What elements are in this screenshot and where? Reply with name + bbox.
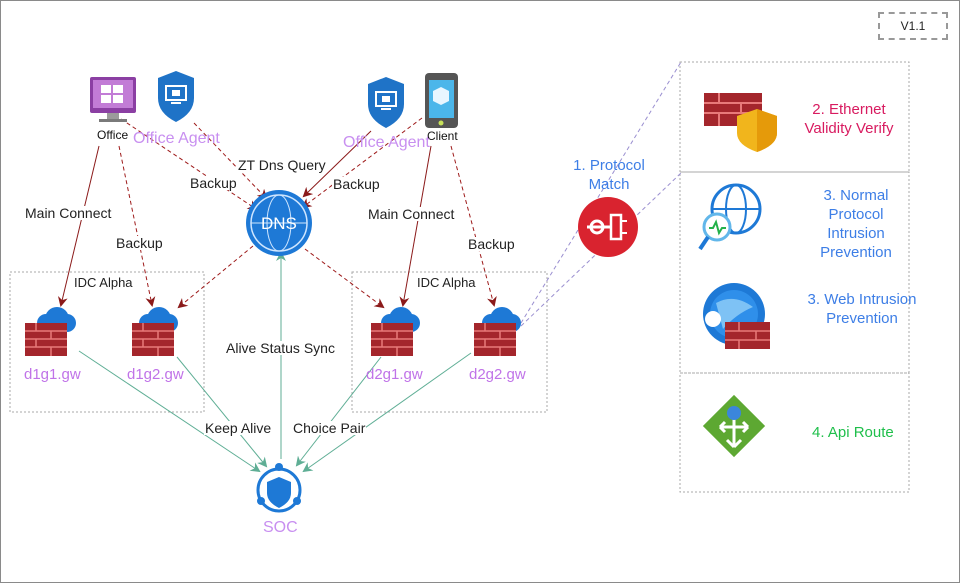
edge-d2g2-soc xyxy=(302,352,472,473)
gateway-label-d2g2: d2g2.gw xyxy=(469,366,526,383)
panel-box-api xyxy=(679,372,910,493)
edge-label-backup-left-low: Backup xyxy=(115,235,164,251)
edge-client-dns xyxy=(301,117,423,209)
edge-label-alive-status-sync: Alive Status Sync xyxy=(225,340,336,356)
soc-shield-icon[interactable] xyxy=(256,463,302,513)
edge-client-d2g1 xyxy=(399,145,432,307)
edge-d1g1-soc xyxy=(78,350,261,473)
panel-web-label: 3. Web Intrusion Prevention xyxy=(807,291,917,327)
gateway-label-d2g1: d2g1.gw xyxy=(366,366,423,383)
protocol-match-icon[interactable] xyxy=(578,197,638,257)
edge-agent2-dns xyxy=(302,130,372,198)
globe-firewall-icon xyxy=(703,283,770,349)
cloud-firewall-icon-d2g1[interactable] xyxy=(371,307,420,356)
edge-agent-dns xyxy=(193,122,268,200)
edge-label-main-connect-right: Main Connect xyxy=(367,206,456,222)
cloud-firewall-icon-d1g1[interactable] xyxy=(25,307,76,356)
panel-box-prevention xyxy=(679,171,910,374)
protocol-match-label: 1. Protocol Match xyxy=(573,157,645,193)
edge-label-backup-right-high: Backup xyxy=(332,176,381,192)
gateway-label-d1g1: d1g1.gw xyxy=(24,366,81,383)
panel-box-ethernet xyxy=(679,61,910,173)
edge-dns-d1g2 xyxy=(177,245,254,309)
edge-office-d1g2 xyxy=(118,145,156,307)
edge-label-keep-alive: Keep Alive xyxy=(204,420,273,436)
edge-office-d1g1 xyxy=(57,145,100,307)
client-label: Client xyxy=(427,129,458,143)
dns-label: DNS xyxy=(261,214,297,233)
edge-d2g1-soc xyxy=(295,356,382,467)
version-badge: V1.1 xyxy=(878,12,948,40)
region-right xyxy=(351,271,548,413)
region-right-label: IDC Alpha xyxy=(417,275,476,290)
firewall-shield-icon xyxy=(704,93,777,152)
desktop-windows-icon[interactable] xyxy=(90,77,136,122)
office-label: Office xyxy=(97,128,129,142)
panel-ethernet-label: 2. Ethernet Validity Verify xyxy=(804,101,894,137)
edge-protocol-to-panel xyxy=(520,61,682,324)
region-left xyxy=(9,271,205,413)
gateway-label-d1g2: d1g2.gw xyxy=(127,366,184,383)
shield-monitor-icon[interactable] xyxy=(158,71,194,122)
edge-label-main-connect-left: Main Connect xyxy=(24,205,113,221)
cloud-firewall-icon-d2g2[interactable] xyxy=(474,307,521,356)
edge-d1g2-soc xyxy=(176,356,268,468)
office-agent-right-label: Office Agent xyxy=(343,134,430,151)
globe-search-icon xyxy=(698,183,762,251)
mobile-device-icon[interactable] xyxy=(425,73,458,128)
region-left-label: IDC Alpha xyxy=(74,275,133,290)
edge-label-choice-pair: Choice Pair xyxy=(292,420,367,436)
cloud-firewall-icon-d1g2[interactable] xyxy=(132,307,178,356)
edge-label-backup-left-high: Backup xyxy=(189,175,238,191)
edge-protocol-to-panel-lower xyxy=(520,172,682,327)
panel-api-route-label: 4. Api Route xyxy=(812,424,894,441)
office-agent-left-label: Office Agent xyxy=(133,130,220,147)
edge-label-backup-right-low: Backup xyxy=(467,236,516,252)
edge-officepc-dns xyxy=(120,118,258,211)
edge-label-zt-dns-query: ZT Dns Query xyxy=(237,157,327,173)
edge-dns-d2g1 xyxy=(304,248,385,309)
panel-normal-protocol-label: 3. Normal Protocol Intrusion Prevention xyxy=(820,187,892,261)
dns-globe-icon[interactable] xyxy=(246,190,312,256)
shield-monitor-icon-right[interactable] xyxy=(368,77,404,128)
api-route-icon xyxy=(702,394,766,458)
soc-label: SOC xyxy=(263,519,298,536)
